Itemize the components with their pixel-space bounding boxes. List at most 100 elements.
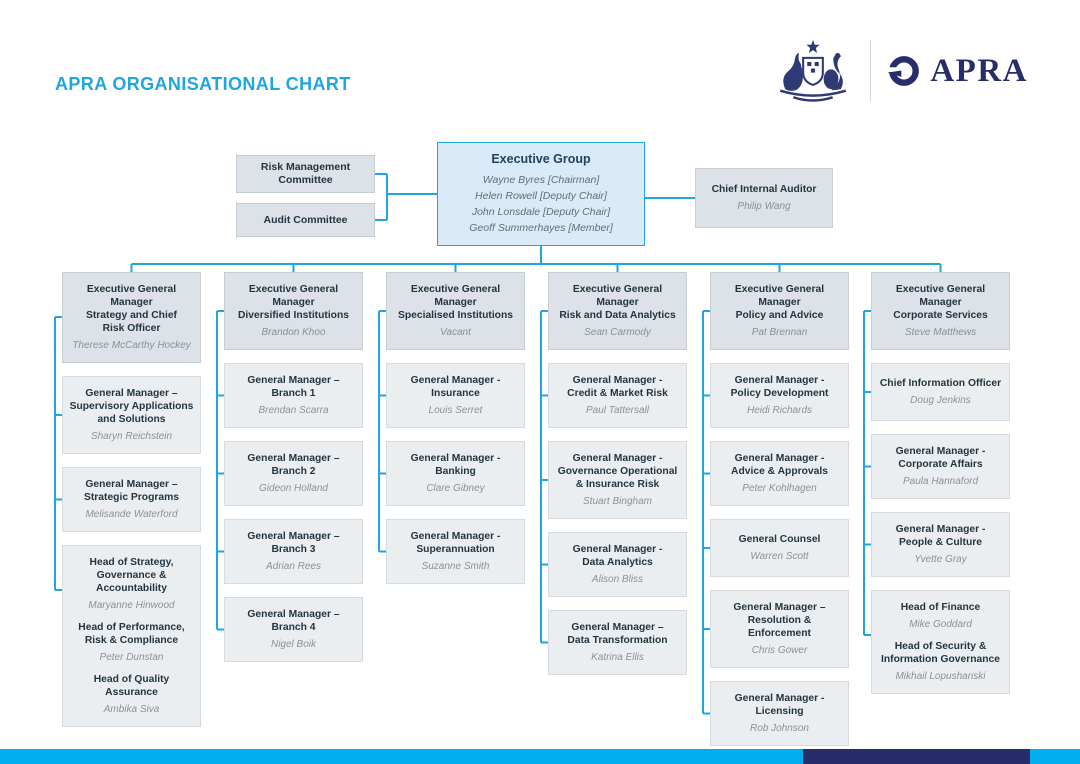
role-name: Philip Wang — [737, 201, 791, 212]
role-title: General Manager – Supervisory Applicatio… — [69, 388, 194, 425]
role-title: Chief Information Officer — [879, 378, 1002, 389]
role-title: Executive General Manager Diversified In… — [238, 284, 349, 321]
role-name: Therese McCarthy Hockey — [72, 340, 191, 351]
audit-committee-box: Audit Committee — [236, 203, 375, 237]
role-name: Peter Kohlhagen — [742, 483, 817, 494]
role-name: Brandon Khoo — [261, 327, 326, 338]
org-column-6: Executive General Manager Corporate Serv… — [871, 272, 1010, 694]
role: Executive General Manager Strategy and C… — [68, 283, 195, 352]
executive-group-box: Executive Group Wayne Byres [Chairman]He… — [437, 142, 645, 246]
role-name: Chris Gower — [751, 645, 808, 656]
role-name: Gideon Holland — [259, 483, 328, 494]
role-name: Alison Bliss — [591, 574, 644, 585]
executive-general-manager-box: Executive General Manager Diversified In… — [224, 272, 363, 350]
role-name: Paul Tattersall — [586, 405, 649, 416]
role-name: Rob Johnson — [750, 723, 809, 734]
role-title: Executive General Manager Strategy and C… — [86, 284, 177, 334]
australian-coat-of-arms-icon — [780, 39, 847, 102]
role: Executive General Manager Corporate Serv… — [877, 283, 1004, 339]
role-title: General Manager - Licensing — [734, 693, 825, 717]
role-name: Suzanne Smith — [421, 561, 490, 572]
role: Head of Security & Information Governanc… — [877, 640, 1004, 683]
role-name: Doug Jenkins — [910, 395, 971, 406]
footer-band — [0, 749, 1080, 764]
role-name: Maryanne Hinwood — [88, 600, 175, 611]
risk-management-committee-box: Risk Management Committee — [236, 155, 375, 193]
apra-swoosh-icon — [887, 56, 920, 86]
role-title: Executive General Manager Policy and Adv… — [734, 284, 825, 321]
role-name: Warren Scott — [750, 551, 809, 562]
role: Executive General Manager Specialised In… — [392, 283, 519, 339]
role-title: Executive General Manager Risk and Data … — [559, 284, 676, 321]
role-name: Melisande Waterford — [85, 509, 178, 520]
org-column-1: Executive General Manager Strategy and C… — [62, 272, 201, 727]
role-title: General Manager – Branch 1 — [247, 375, 340, 399]
apra-logo: APRA — [772, 38, 1028, 104]
role-title: General Manager - Credit & Market Risk — [567, 375, 668, 399]
org-column-2: Executive General Manager Diversified In… — [224, 272, 363, 662]
role: Executive General Manager Diversified In… — [230, 283, 357, 339]
role: General Manager – Branch 1 Brendan Scarra — [230, 374, 357, 417]
executive-group-member: Wayne Byres [Chairman] — [482, 174, 600, 186]
role: Head of Strategy, Governance & Accountab… — [68, 556, 195, 612]
role-title: General Manager - Superannuation — [410, 531, 501, 555]
role-name: Yvette Gray — [914, 554, 967, 565]
role-title: General Manager – Branch 4 — [247, 609, 340, 633]
role-title: General Manager - Insurance — [410, 375, 501, 399]
footer-navy-segment — [803, 749, 1030, 764]
role-title: Head of Security & Information Governanc… — [880, 641, 1000, 665]
role: General Manager – Branch 2 Gideon Holland — [230, 452, 357, 495]
role: General Manager - Governance Operational… — [554, 452, 681, 508]
role-title: General Manager - People & Culture — [895, 524, 986, 548]
role-name: Katrina Ellis — [591, 652, 644, 663]
executive-group-title: Executive Group — [491, 152, 591, 166]
role-name: Nigel Boik — [270, 639, 317, 650]
executive-general-manager-box: Executive General Manager Risk and Data … — [548, 272, 687, 350]
executive-general-manager-box: Executive General Manager Strategy and C… — [62, 272, 201, 363]
role-name: Vacant — [440, 327, 471, 338]
page-title: APRA ORGANISATIONAL CHART — [55, 74, 351, 94]
role: General Manager – Branch 4 Nigel Boik — [230, 608, 357, 651]
role: Executive General Manager Policy and Adv… — [716, 283, 843, 339]
role-box: General Manager – Resolution & Enforceme… — [710, 590, 849, 668]
executive-general-manager-box: Executive General Manager Corporate Serv… — [871, 272, 1010, 350]
role-title: General Manager – Branch 2 — [247, 453, 340, 477]
role-name: Adrian Rees — [265, 561, 322, 572]
role: General Manager – Resolution & Enforceme… — [716, 601, 843, 657]
role-title: General Manager - Advice & Approvals — [731, 453, 828, 477]
role-box: General Manager – Branch 2 Gideon Holland — [224, 441, 363, 506]
role-title: Executive General Manager Corporate Serv… — [893, 284, 988, 321]
role-title: General Manager – Data Transformation — [567, 622, 668, 646]
role-name: Steve Matthews — [904, 327, 977, 338]
role-title: General Manager - Corporate Affairs — [895, 446, 986, 470]
role-title: Chief Internal Auditor — [711, 184, 817, 195]
role-box: General Manager – Branch 1 Brendan Scarra — [224, 363, 363, 428]
role-title: General Counsel — [738, 534, 821, 545]
role-name: Brendan Scarra — [258, 405, 329, 416]
role-name: Mike Goddard — [909, 619, 972, 630]
role-name: Sean Carmody — [584, 327, 651, 338]
